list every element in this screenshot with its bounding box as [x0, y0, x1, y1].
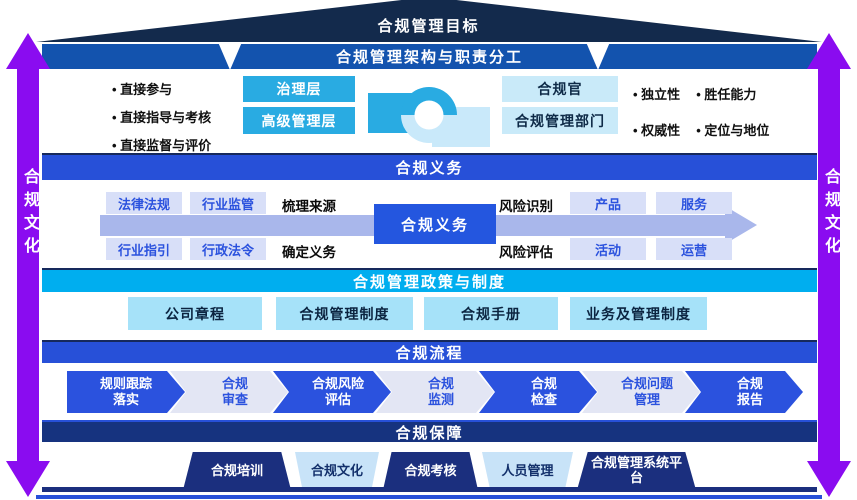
safeguard-item: 人员管理 [482, 452, 573, 490]
source-box: 行政法令 [190, 238, 266, 260]
bullet-item: 独立性 [633, 84, 680, 103]
process-step: 合规监测 [376, 371, 494, 413]
obligations-header-bar: 合规义务 [42, 153, 817, 180]
structure-banner: 合规管理架构与职责分工 [42, 44, 817, 69]
governance-right-bullets: 独立性 胜任能力 权威性 定位与地位 [633, 84, 769, 139]
process-step: 合规报告 [685, 371, 803, 413]
process-step: 合规风险评估 [273, 371, 391, 413]
bullet-item: 直接参与 [112, 79, 211, 98]
safeguard-item: 合规培训 [183, 452, 291, 490]
right-double-arrow [807, 33, 851, 497]
roof-title: 合规管理目标 [377, 18, 480, 35]
compliance-officer-box: 合规官 [502, 76, 618, 102]
bullet-item: 直接监督与评价 [112, 135, 211, 154]
safeguards-header-bar: 合规保障 [42, 420, 817, 442]
safeguard-item: 合规管理系统平台 [577, 452, 696, 490]
policy-box: 业务及管理制度 [570, 297, 707, 330]
senior-management-box: 高级管理层 [243, 107, 355, 134]
bullet-item: 胜任能力 [696, 84, 769, 103]
safeguard-item: 合规文化 [295, 452, 379, 490]
process-step: 规则跟踪落实 [67, 371, 185, 413]
source-box: 法律法规 [106, 192, 182, 214]
bullet-item: 定位与地位 [696, 120, 769, 139]
source-box: 行业监管 [190, 192, 266, 214]
process-step: 合规审查 [170, 371, 288, 413]
flow-label-define: 确定义务 [282, 245, 336, 260]
source-box: 行业指引 [106, 238, 182, 260]
governance-layer-box: 治理层 [243, 76, 355, 102]
bullet-item: 直接指导与考核 [112, 107, 211, 126]
governance-left-bullets: 直接参与 直接指导与考核 直接监督与评价 [112, 79, 211, 154]
target-box: 运营 [656, 238, 732, 260]
flow-label-sort: 梳理来源 [282, 199, 336, 214]
bullet-item: 权威性 [633, 120, 680, 139]
policy-box: 合规手册 [424, 297, 558, 330]
target-box: 活动 [570, 238, 646, 260]
process-header-bar: 合规流程 [42, 340, 817, 363]
process-step: 合规检查 [479, 371, 597, 413]
target-box: 产品 [570, 192, 646, 214]
policies-header-bar: 合规管理政策与制度 [42, 268, 817, 292]
safeguard-item: 合规考核 [383, 452, 478, 490]
cycle-icon [368, 87, 490, 147]
policy-box: 合规管理制度 [276, 297, 413, 330]
right-culture-label: 合规文化 [822, 168, 839, 260]
base-line-navy [42, 487, 817, 492]
compliance-dept-box: 合规管理部门 [502, 107, 618, 134]
obligations-center-box: 合规义务 [374, 204, 496, 244]
target-box: 服务 [656, 192, 732, 214]
left-culture-label: 合规文化 [21, 168, 38, 260]
policy-box: 公司章程 [128, 297, 262, 330]
flow-label-identify: 风险识别 [499, 199, 553, 214]
base-line-blue [36, 495, 822, 499]
flow-label-assess: 风险评估 [499, 245, 553, 260]
process-step: 合规问题管理 [582, 371, 700, 413]
left-double-arrow [6, 33, 50, 497]
